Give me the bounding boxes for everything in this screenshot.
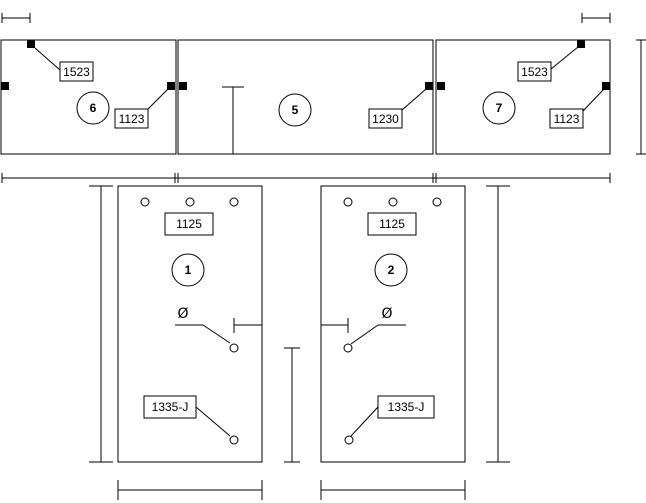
mounting-hole: [140, 197, 150, 207]
connector-marker: [27, 40, 35, 48]
panel-6-number: 6: [90, 101, 97, 115]
panel-7-label-a: 1523: [521, 65, 548, 79]
panel-2-diameter-symbol: Ø: [381, 306, 392, 322]
dimension-left-panel-1: [89, 185, 113, 463]
panel-7-number: 7: [496, 101, 503, 115]
mounting-hole: [343, 197, 353, 207]
panel-6-label-b: 1123: [119, 112, 145, 126]
panel-2-label-bottom: 1335-J: [388, 400, 425, 414]
panel-1-diameter-symbol: Ø: [177, 306, 188, 322]
panel-6[interactable]: 1523 1123 6: [0, 39, 177, 155]
connector-marker: [1, 82, 9, 90]
panel-1-label-bottom: 1335-J: [152, 400, 189, 414]
dimension-top-left: [1, 13, 31, 23]
panel-1-number: 1: [185, 263, 192, 277]
panel-2[interactable]: 1125 2 Ø 1335-J: [320, 185, 466, 463]
panel-7-label-b: 1123: [554, 112, 580, 126]
connector-marker: [437, 82, 445, 90]
mounting-hole: [229, 197, 239, 207]
connector-marker: [425, 82, 433, 90]
dimension-bottom-panel-1: [117, 480, 263, 500]
connector-marker: [179, 82, 187, 90]
panel-5-label-a: 1230: [372, 112, 399, 126]
dimension-right-panel-2: [486, 185, 510, 463]
dimension-right-top-row: [636, 39, 646, 155]
mounting-hole: [432, 197, 442, 207]
connector-marker: [167, 82, 175, 90]
panel-1[interactable]: 1125 1 Ø 1335-J: [117, 185, 263, 463]
panel-5-number: 5: [292, 103, 299, 117]
panel-5[interactable]: 1230 5: [177, 39, 434, 155]
panel-6-label-a: 1523: [63, 65, 90, 79]
dimension-bottom-panel-2: [320, 480, 466, 500]
dimension-middle: [284, 347, 300, 463]
panel-2-label-top: 1125: [379, 217, 405, 231]
dimension-top-row-widths: [1, 173, 611, 183]
mounting-hole: [185, 197, 195, 207]
mounting-hole: [388, 197, 398, 207]
connector-marker: [602, 82, 610, 90]
connector-marker: [577, 40, 585, 48]
panel-2-number: 2: [388, 263, 395, 277]
panel-7[interactable]: 1523 1123 7: [435, 39, 611, 155]
panel-1-label-top: 1125: [176, 217, 202, 231]
dimension-top-right: [581, 13, 611, 23]
